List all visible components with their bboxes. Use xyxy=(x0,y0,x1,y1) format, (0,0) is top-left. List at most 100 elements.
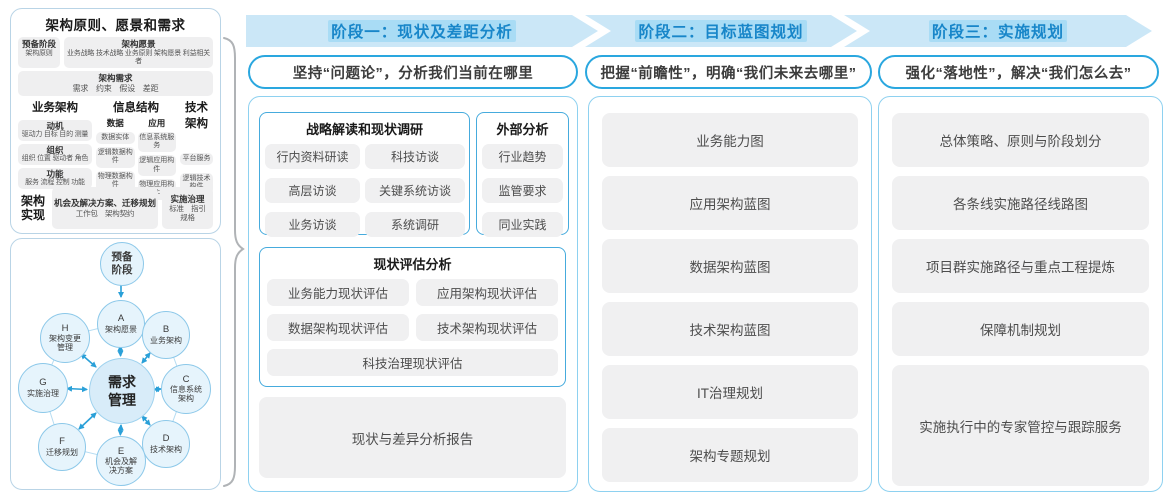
deliverable-chip: 保障机制规划 xyxy=(892,302,1149,356)
chip-sub: 标准 指引 规格 xyxy=(169,204,214,223)
chip-sub: 架构原则 xyxy=(25,49,53,57)
data-subcolumn: 数据 数据实体 逻辑数据构件 物理数据构件 xyxy=(96,117,135,200)
center-c-arrow xyxy=(153,386,162,393)
adm-node-requirements-management: 需求管理 xyxy=(89,358,155,424)
column-header: 技术架构 xyxy=(185,101,208,130)
adm-node-g: G 实施治理 xyxy=(18,363,68,413)
node-letter: F xyxy=(59,436,65,448)
prep-vision-row: 预备阶段 架构原则 架构愿景 业务战略 技术战略 业务原则 架构愿景 利益相关者 xyxy=(18,37,213,69)
deliverable-chip: 应用架构现状评估 xyxy=(416,279,558,306)
phase1-container: 战略解读和现状调研 行内资料研读 科技访谈 高层访谈 关键系统访谈 业务访谈 系… xyxy=(248,96,578,492)
node-label: 机会及解决方案 xyxy=(105,457,137,476)
center-e-arrow xyxy=(117,424,124,436)
center-b-arrow xyxy=(141,352,151,364)
physical-data-chip: 物理数据构件 xyxy=(96,170,135,192)
center-d-arrow xyxy=(141,415,151,426)
architecture-content-panel: 架构原则、愿景和需求 预备阶段 架构原则 架构愿景 业务战略 技术战略 业务原则… xyxy=(10,8,221,234)
group-title: 现状评估分析 xyxy=(373,257,452,272)
chip-sub: 服务 流程 控制 功能 xyxy=(25,179,85,187)
information-structure-column: 信息结构 数据 数据实体 逻辑数据构件 物理数据构件 应用 信息系统服务 逻辑应… xyxy=(96,99,176,200)
deliverable-chip: IT治理规划 xyxy=(602,365,858,419)
phase1-header: 阶段一：现状及差距分析 xyxy=(328,20,516,42)
architecture-realization-row: 架构实现 机会及解决方案、迁移规划 工作包 架构契约 实施治理 标准 指引 规格 xyxy=(18,187,213,229)
subcolumn-header: 应用 xyxy=(148,117,166,128)
chip-sub: 需求 约束 假设 差距 xyxy=(72,84,159,94)
adm-node-d: D 技术架构 xyxy=(142,420,190,468)
implementation-governance-chip: 实施治理 标准 指引 规格 xyxy=(162,187,213,229)
subcolumn-header: 数据 xyxy=(106,117,124,128)
adm-node-e: E 机会及解决方案 xyxy=(96,436,146,486)
organization-chip: 组织 组织 位置 驱动者 角色 xyxy=(18,143,92,165)
panel-title: 架构原则、愿景和需求 xyxy=(45,18,186,33)
deliverable-chip: 架构专题规划 xyxy=(602,428,858,482)
deliverable-chip: 应用架构蓝图 xyxy=(602,176,858,230)
adm-cycle-panel: 预备阶段 A 架构愿景 B 业务架构 C 信息系统架构 D 技术架构 E 机会及… xyxy=(10,238,221,490)
node-letter: E xyxy=(117,445,125,457)
deliverable-chip: 业务访谈 xyxy=(265,212,360,237)
deliverable-chip: 数据架构现状评估 xyxy=(267,314,409,341)
node-letter: B xyxy=(162,324,170,336)
chip-title: 机会及解决方案、迁移规划 xyxy=(54,198,157,209)
phase3-header-band: 阶段三：实施规划 xyxy=(844,15,1152,47)
node-label: 需求管理 xyxy=(108,373,136,408)
opportunities-migration-chip: 机会及解决方案、迁移规划 工作包 架构契约 xyxy=(52,187,158,229)
deliverable-chip: 关键系统访谈 xyxy=(365,178,465,203)
phase2-header: 阶段二：目标蓝图规划 xyxy=(635,20,807,42)
node-label: 架构愿景 xyxy=(105,324,137,334)
center-g-arrow xyxy=(66,385,88,393)
deliverable-chip: 实施执行中的专家管控与跟踪服务 xyxy=(892,365,1149,486)
motivation-chip: 动机 驱动力 目标 目的 测量 xyxy=(18,119,92,141)
node-letter: H xyxy=(61,322,69,334)
strategy-research-group: 战略解读和现状调研 行内资料研读 科技访谈 高层访谈 关键系统访谈 业务访谈 系… xyxy=(259,112,470,237)
node-label: 迁移规划 xyxy=(46,447,78,457)
deliverable-chip: 科技治理现状评估 xyxy=(267,349,558,376)
node-label: 架构变更管理 xyxy=(49,334,81,353)
deliverable-chip: 行内资料研读 xyxy=(265,144,360,169)
node-label: 业务架构 xyxy=(150,335,182,345)
node-label: 预备阶段 xyxy=(111,251,133,276)
curly-brace xyxy=(223,37,245,487)
node-label: 实施治理 xyxy=(27,388,59,398)
deliverable-chip: 总体策略、原则与阶段划分 xyxy=(892,113,1149,167)
deliverable-chip: 系统调研 xyxy=(365,212,465,237)
architecture-requirements-chip: 架构需求 需求 约束 假设 差距 xyxy=(18,71,213,96)
node-letter: G xyxy=(39,377,47,389)
chip-title: 预备阶段 xyxy=(21,39,56,49)
phase1-header-band: 阶段一：现状及差距分析 xyxy=(246,15,598,47)
deliverable-chip: 高层访谈 xyxy=(265,178,360,203)
chip-title: 功能 xyxy=(46,168,64,179)
phase2-subtitle: 把握“前瞻性”，明确“我们未来去哪里” xyxy=(585,55,872,89)
deliverable-chip: 技术架构现状评估 xyxy=(416,314,558,341)
phase3-header: 阶段三：实施规划 xyxy=(928,20,1067,42)
adm-node-c: C 信息系统架构 xyxy=(161,364,211,414)
architecture-domains-row: 业务架构 动机 驱动力 目标 目的 测量 组织 组织 位置 驱动者 角色 功能 … xyxy=(18,99,213,223)
logical-app-chip: 逻辑应用构件 xyxy=(137,155,176,177)
group-title: 外部分析 xyxy=(496,122,549,137)
deliverable-chip: 项目群实施路径与重点工程提炼 xyxy=(892,239,1149,293)
logical-data-chip: 逻辑数据构件 xyxy=(96,147,135,168)
chip-title: 组织 xyxy=(46,144,64,155)
chip-sub: 组织 位置 驱动者 角色 xyxy=(21,155,89,163)
architecture-vision-chip: 架构愿景 业务战略 技术战略 业务原则 架构愿景 利益相关者 xyxy=(64,37,213,69)
prep-phase-chip: 预备阶段 架构原则 xyxy=(18,37,60,69)
realization-label-text: 架构实现 xyxy=(20,193,45,222)
column-header: 业务架构 xyxy=(32,101,78,114)
deliverable-chip: 监管要求 xyxy=(482,178,563,203)
deliverable-chip: 技术架构蓝图 xyxy=(602,302,858,356)
chip-title: 架构愿景 xyxy=(121,39,156,49)
center-h-arrow xyxy=(80,353,97,368)
adm-node-prep: 预备阶段 xyxy=(100,242,144,286)
adm-node-b: B 业务架构 xyxy=(142,311,190,359)
node-label: 技术架构 xyxy=(150,444,182,454)
chip-sub: 工作包 架构契约 xyxy=(75,208,135,218)
realization-label: 架构实现 xyxy=(18,187,48,229)
deliverable-chip: 业务能力图 xyxy=(602,113,858,167)
technical-architecture-column: 技术架构 平台服务 逻辑技术构件 物理技术构件 xyxy=(180,99,213,223)
deliverable-chip: 数据架构蓝图 xyxy=(602,239,858,293)
chip-sub: 业务战略 技术战略 业务原则 架构愿景 利益相关者 xyxy=(67,49,210,66)
platform-service-chip: 平台服务 xyxy=(180,152,213,166)
deliverable-chip: 业务能力现状评估 xyxy=(267,279,409,306)
chip-sub: 驱动力 目标 目的 测量 xyxy=(21,131,89,139)
deliverable-chip: 各条线实施路径线路图 xyxy=(892,176,1149,230)
